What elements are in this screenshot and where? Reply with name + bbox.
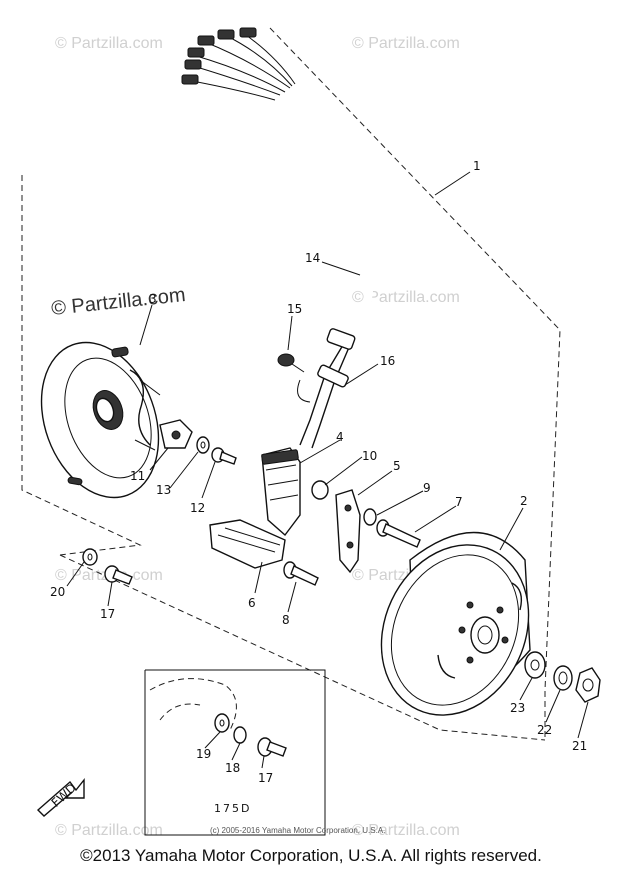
washer-20 bbox=[82, 548, 98, 566]
wire-harness bbox=[181, 27, 375, 449]
callout-11: 11 bbox=[130, 469, 145, 483]
coil-4 bbox=[261, 447, 301, 537]
watermark: © Partzilla.com bbox=[352, 822, 460, 839]
callout-17: 17 bbox=[100, 607, 115, 621]
fwd-arrow-icon: FWD bbox=[36, 778, 85, 817]
callout-23: 23 bbox=[510, 701, 525, 715]
watermark-dark: © Partzilla.com bbox=[50, 284, 186, 320]
callout-14: 14 bbox=[305, 251, 320, 265]
callout-8: 8 bbox=[282, 613, 290, 627]
footer-copyright: ©2013 Yamaha Motor Corporation, U.S.A. A… bbox=[80, 846, 542, 865]
screw-15 bbox=[277, 353, 305, 373]
stator-plate bbox=[40, 341, 161, 499]
callout-3: 3 bbox=[149, 292, 157, 306]
callout-numbers: 1 2 3 4 5 6 7 8 9 10 11 12 13 14 15 16 1… bbox=[50, 159, 587, 785]
callout-12: 12 bbox=[190, 501, 205, 515]
watermark: © Partzilla.com bbox=[352, 35, 460, 52]
screw-12 bbox=[211, 447, 237, 465]
callout-16: 16 bbox=[380, 354, 395, 368]
callout-13: 13 bbox=[156, 483, 171, 497]
inset-175d bbox=[144, 669, 326, 836]
screw-8 bbox=[283, 561, 319, 586]
callout-9: 9 bbox=[423, 481, 431, 495]
callout-5: 5 bbox=[393, 459, 401, 473]
assembly-outline bbox=[21, 27, 561, 741]
washer-13 bbox=[196, 436, 210, 454]
washer-23 bbox=[524, 651, 546, 679]
callout-6: 6 bbox=[248, 596, 256, 610]
nut-21 bbox=[575, 667, 601, 703]
callout-21: 21 bbox=[572, 739, 587, 753]
callout-19: 19 bbox=[196, 747, 211, 761]
callout-22: 22 bbox=[537, 723, 552, 737]
bracket-5 bbox=[335, 489, 361, 574]
callout-15: 15 bbox=[287, 302, 302, 316]
callout-10: 10 bbox=[362, 449, 377, 463]
watermark: © Partzilla.com bbox=[55, 822, 163, 839]
washer-9 bbox=[363, 508, 377, 526]
coil-6 bbox=[209, 519, 286, 569]
leader-lines bbox=[66, 171, 589, 769]
callout-7: 7 bbox=[455, 495, 463, 509]
watermark: © Partzilla.com bbox=[352, 289, 460, 306]
flywheel-rotor-2 bbox=[380, 531, 531, 716]
screw-7 bbox=[376, 519, 421, 548]
callout-4: 4 bbox=[336, 430, 344, 444]
callout-2: 2 bbox=[520, 494, 528, 508]
wire-clamp bbox=[297, 328, 356, 403]
callout-20: 20 bbox=[50, 585, 65, 599]
callout-18: 18 bbox=[225, 761, 240, 775]
inner-copyright: (c) 2005-2016 Yamaha Motor Corporation, … bbox=[210, 826, 386, 835]
callout-1: 1 bbox=[473, 159, 481, 173]
inset-variant-label: 175D bbox=[214, 802, 252, 815]
watermark: © Partzilla.com bbox=[55, 35, 163, 52]
spacer-10 bbox=[311, 480, 329, 500]
lock-washer-22 bbox=[553, 665, 573, 691]
callout-17-inset: 17 bbox=[258, 771, 273, 785]
contact-point-11 bbox=[159, 419, 193, 449]
